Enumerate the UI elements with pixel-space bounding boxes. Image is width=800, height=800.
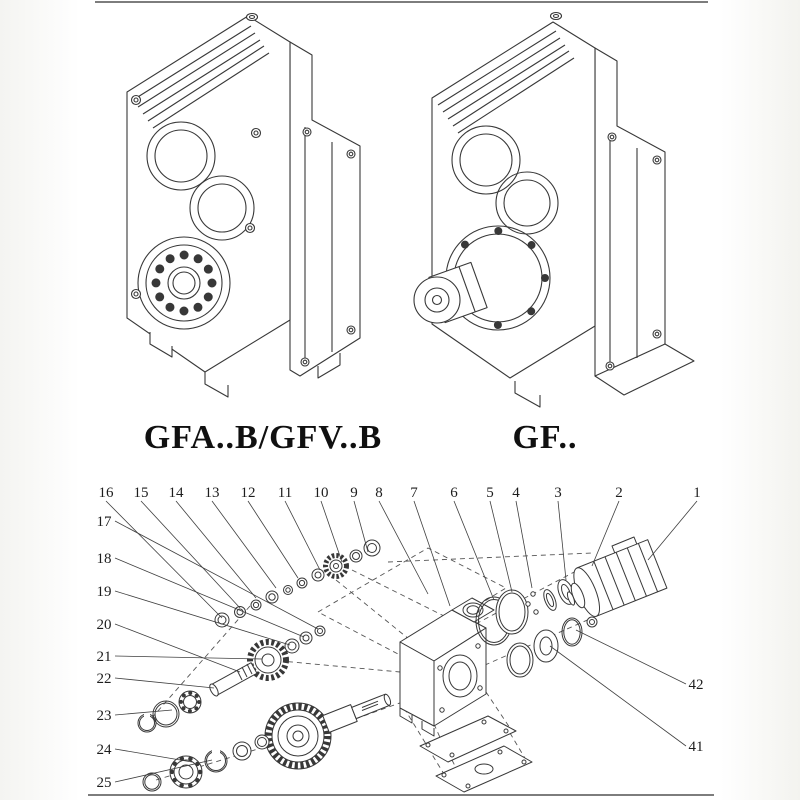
gearbox-housing: [399, 597, 495, 737]
callout-7: 7: [410, 485, 418, 501]
callout-numbers: 16 15 14 13 12 11 10 9 8 7 6 5 4 3 2 1 1…: [97, 485, 704, 791]
callout-8: 8: [375, 485, 383, 501]
output-side-rings: [506, 616, 598, 678]
motor-shaft: [566, 591, 576, 606]
callout-15: 15: [134, 485, 149, 501]
callout-13: 13: [205, 485, 220, 501]
callout-25: 25: [97, 775, 112, 791]
callout-5: 5: [486, 485, 494, 501]
bolt-heads: [130, 94, 356, 367]
callout-16: 16: [99, 485, 115, 501]
callout-2: 2: [615, 485, 623, 501]
cover-plate: [435, 745, 533, 793]
model-label-gfab: GFA..B/GFV..B: [144, 419, 382, 456]
callout-12: 12: [241, 485, 256, 501]
output-shaft: [413, 261, 488, 324]
callout-18: 18: [97, 551, 112, 567]
top-plug: [549, 11, 563, 21]
flange-strips: [304, 127, 333, 362]
housing-bore: [442, 654, 478, 698]
exploded-view: 16 15 14 13 12 11 10 9 8 7 6 5 4 3 2 1 1…: [97, 485, 704, 793]
callout-1: 1: [693, 485, 701, 501]
housing-front-face: [126, 15, 291, 373]
callout-20: 20: [97, 617, 112, 633]
mounting-feet: [514, 381, 541, 408]
bolt-heads: [605, 132, 662, 371]
o-ring: [152, 700, 180, 728]
callout-4: 4: [512, 485, 520, 501]
callout-21: 21: [97, 649, 112, 665]
callout-14: 14: [169, 485, 185, 501]
callout-6: 6: [450, 485, 458, 501]
gear-bores: [146, 121, 255, 241]
housing-side-face: [289, 41, 361, 377]
gearbox-drawing-gf: [413, 11, 695, 408]
callout-23: 23: [97, 708, 112, 724]
callout-19: 19: [97, 584, 112, 600]
gasket: [419, 715, 517, 763]
gear-bores: [451, 125, 559, 235]
output-shaft: [322, 704, 358, 733]
page-edge-lines: [88, 1, 714, 796]
input-gear-set: [214, 539, 381, 628]
callout-11: 11: [278, 485, 292, 501]
motor: [566, 536, 668, 617]
housing-front-face: [431, 21, 596, 379]
callout-22: 22: [97, 671, 112, 687]
callout-41: 41: [689, 739, 704, 755]
top-plug: [245, 12, 259, 22]
cooling-ribs: [132, 25, 270, 129]
intermediate-gear-set: [137, 625, 326, 733]
gearbox-drawing-gfab: [126, 12, 361, 398]
cover-plates: [419, 715, 533, 793]
callout-24: 24: [97, 742, 113, 758]
leader-lines: [105, 500, 698, 783]
callout-9: 9: [350, 485, 358, 501]
callout-10: 10: [314, 485, 329, 501]
o-ring: [142, 772, 162, 792]
snap-ring: [561, 617, 583, 647]
callout-42: 42: [689, 677, 704, 693]
motor-fins: [593, 543, 659, 610]
cooling-ribs: [437, 30, 575, 134]
callout-3: 3: [554, 485, 562, 501]
flange-strips: [609, 133, 638, 368]
output-gear-set: [142, 693, 392, 792]
base-plate: [594, 343, 695, 396]
model-label-gf: GF..: [512, 419, 577, 456]
output-bearing: [137, 236, 231, 330]
mounting-feet: [149, 332, 341, 398]
callout-17: 17: [97, 514, 113, 530]
